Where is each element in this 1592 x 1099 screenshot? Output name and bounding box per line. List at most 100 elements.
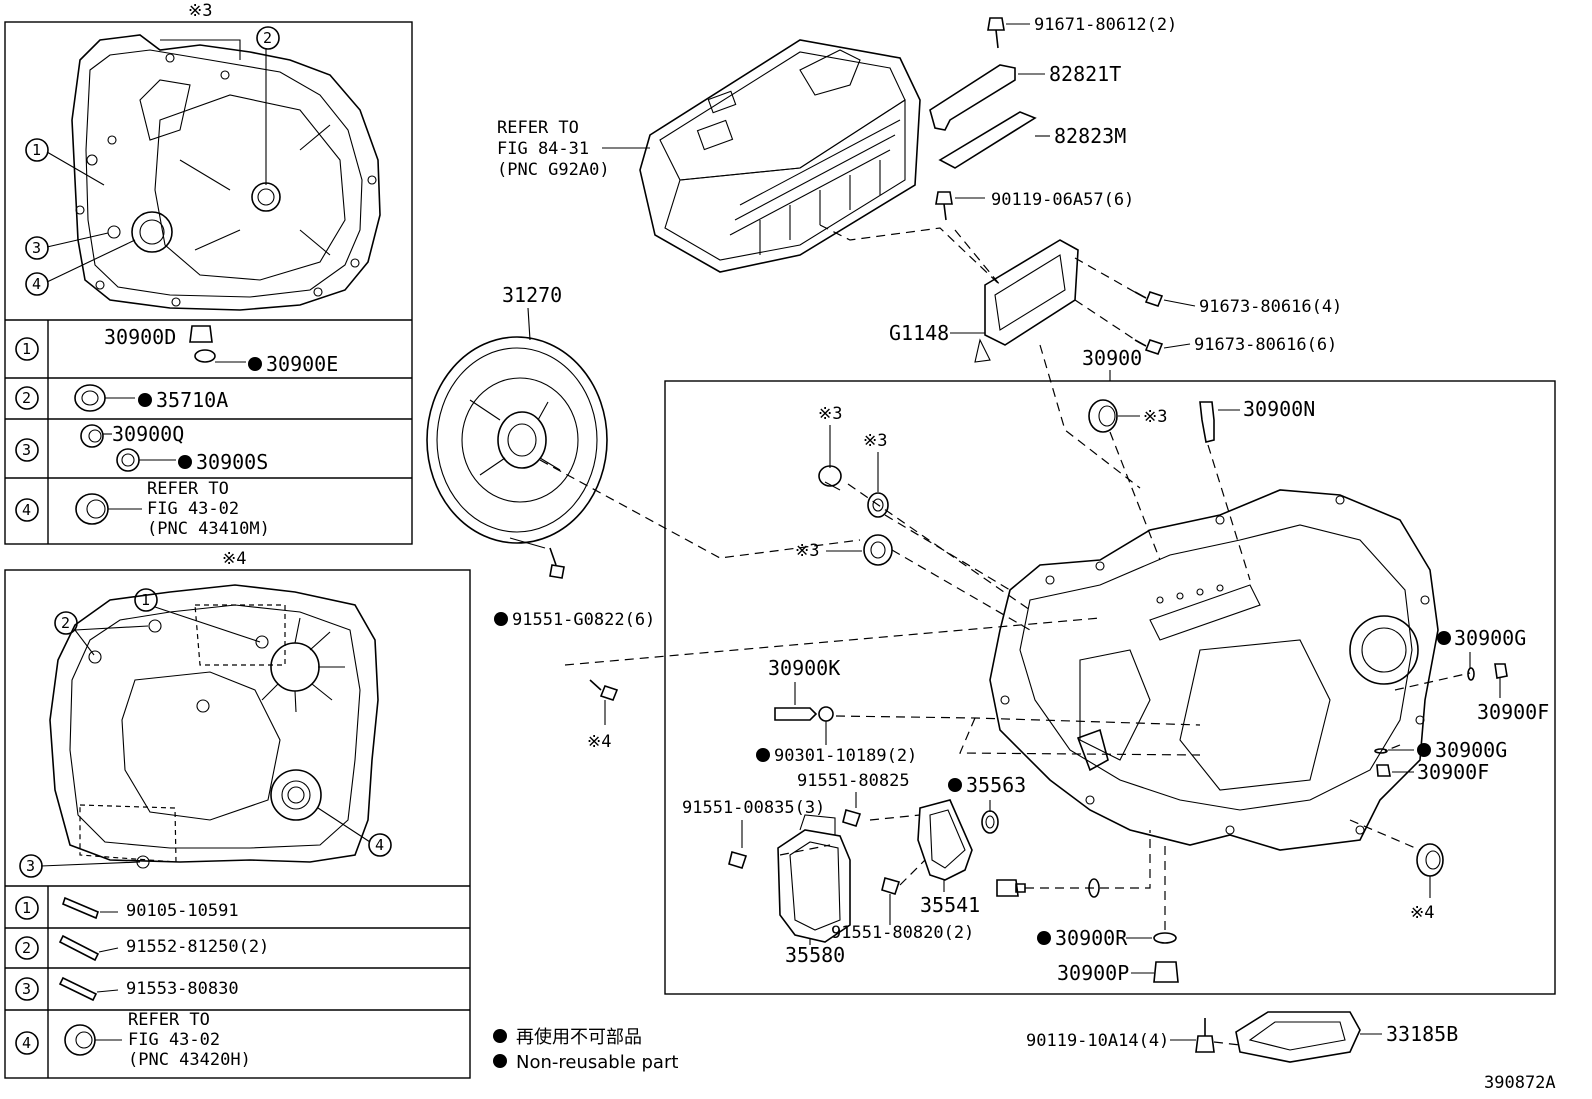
svg-text:4: 4 [22, 1034, 31, 1052]
part-35541: 35541 [920, 893, 980, 917]
part-91552-81250: 91552-81250(2) [126, 937, 269, 957]
bracket-82821T: 82821T [929, 62, 1121, 131]
panel-a-callout-4: 4 [32, 275, 41, 293]
part-30900R: 30900R [1055, 926, 1128, 950]
part-91551-00835: 91551-00835(3) [682, 798, 825, 818]
part-91551-G0822: 91551-G0822(6) [512, 610, 655, 630]
seal-35563: 35563 [948, 773, 1026, 834]
bolt-91671: 91671-80612(2) [987, 15, 1177, 49]
panel-b-row-1: 1 90105-10591 [15, 896, 239, 921]
part-91671-80612: 91671-80612(2) [1034, 15, 1177, 35]
legend-english: Non-reusable part [516, 1052, 678, 1073]
part-91673-80616-4: 91673-80616(4) [1199, 297, 1342, 317]
transaxle-housing-front-view: 1 2 3 4 [19, 584, 392, 878]
part-30900S: 30900S [196, 450, 268, 474]
mark-3-seal-a: ※3 [1143, 407, 1167, 427]
part-90301-10189: 90301-10189(2) [774, 746, 917, 766]
part-91673-80616-6: 91673-80616(6) [1194, 335, 1337, 355]
part-G1148: G1148 [889, 321, 949, 345]
panel-a-callout-2: 2 [263, 29, 272, 47]
cover-82823M: 82823M [938, 111, 1126, 169]
panel-a-refer-2: FIG 43-02 [147, 499, 239, 519]
seal-mark4: ※4 [1410, 843, 1444, 923]
panel-a-callout-1: 1 [32, 141, 41, 159]
transaxle-case [989, 489, 1439, 851]
part-90119-06A57: 90119-06A57(6) [991, 190, 1134, 210]
panel-b-row-4: 4 REFER TO FIG 43-02 (PNC 43420H) [15, 1010, 251, 1070]
part-30900D: 30900D [104, 325, 176, 349]
solenoid-35580: 35580 [777, 814, 851, 967]
panel-a-refer-3: (PNC 43410M) [147, 519, 270, 539]
sensor-30900N: 30900N [1199, 397, 1315, 443]
part-30900K: 30900K [768, 656, 840, 680]
part-90119-10A14: 90119-10A14(4) [1026, 1031, 1169, 1051]
panel-a-row-2: 2 35710A [15, 384, 228, 412]
panel-a-callout-3: 3 [32, 239, 41, 257]
panel-b-callout-2: 2 [61, 614, 70, 632]
ring-mark3-a: ※3 [863, 431, 889, 518]
part-90105-10591: 90105-10591 [126, 901, 239, 921]
part-30900N: 30900N [1243, 397, 1315, 421]
part-30900: 30900 [1082, 346, 1142, 370]
damper-31270: 31270 [426, 283, 608, 544]
part-35710A: 35710A [156, 388, 228, 412]
bolt-90119-06A57: 90119-06A57(6) [935, 190, 1134, 221]
legend: 再使用不可部品 Non-reusable part [493, 1027, 678, 1073]
svg-text:3: 3 [22, 980, 31, 998]
part-30900F-a: 30900F [1477, 700, 1549, 724]
svg-text:4: 4 [22, 501, 31, 519]
panel-b-callout-4: 4 [375, 836, 384, 854]
bolt-91551-80825: 91551-80825 [797, 771, 910, 827]
part-30900G-a: 30900G [1454, 626, 1526, 650]
gasket-30900R: 30900R [1037, 926, 1177, 950]
inverter-refer-3: (PNC G92A0) [497, 160, 610, 180]
legend-japanese: 再使用不可部品 [516, 1027, 642, 1048]
bolt-91673-a: 91673-80616(4) [1134, 291, 1342, 317]
bolt-mark4: ※4 [587, 679, 619, 752]
connector-G1148: G1148 [889, 239, 1079, 363]
part-35580: 35580 [785, 943, 845, 967]
panel-b-mark: ※4 [222, 549, 246, 569]
panel-b-refer-1: REFER TO [128, 1010, 210, 1030]
bolt-91673-b: 91673-80616(6) [1134, 335, 1337, 355]
panel-a-mark: ※3 [188, 1, 212, 21]
figure-id: 390872A [1484, 1073, 1556, 1093]
inverter-assembly: REFER TO FIG 84-31 (PNC G92A0) [497, 39, 921, 273]
plug-bottom [996, 878, 1100, 898]
part-91551-80820: 91551-80820(2) [831, 923, 974, 943]
sensor-30900K: 30900K 90301-10189(2) [756, 656, 917, 766]
plug-30900P: 30900P [1057, 961, 1179, 985]
transaxle-housing-rear-view: 2 1 3 4 [25, 26, 381, 311]
cover-33185B: 33185B [1235, 1011, 1458, 1063]
bolt-91551-80820: 91551-80820(2) [831, 877, 974, 943]
svg-text:1: 1 [22, 899, 31, 917]
part-30900F-b: 30900F [1417, 760, 1489, 784]
mark-3-plug: ※3 [818, 404, 842, 424]
panel-a-row-1: 1 30900D 30900E [15, 325, 338, 376]
panel-b-refer-3: (PNC 43420H) [128, 1050, 251, 1070]
mark-3-bearing: ※3 [795, 541, 819, 561]
panel-a: ※3 [4, 1, 413, 545]
bolt-90119-10A14: 90119-10A14(4) [1026, 1018, 1241, 1053]
cover-35541: 35541 [917, 799, 980, 917]
inverter-refer-2: FIG 84-31 [497, 139, 589, 159]
bolt-91551-00835: 91551-00835(3) [682, 798, 825, 869]
part-30900E: 30900E [266, 352, 338, 376]
part-30900G-bottom-group: 30900G 30900F [1374, 738, 1507, 784]
svg-text:3: 3 [22, 441, 31, 459]
svg-text:2: 2 [22, 389, 31, 407]
part-30900Q: 30900Q [112, 422, 184, 446]
panel-b-row-2: 2 91552-81250(2) [15, 934, 269, 962]
panel-b-row-3: 3 91553-80830 [15, 976, 239, 1002]
part-91551-80825: 91551-80825 [797, 771, 910, 791]
part-35563: 35563 [966, 773, 1026, 797]
mark-3-ring-a: ※3 [863, 431, 887, 451]
part-30900G-top-group: 30900G 30900F [1437, 626, 1549, 724]
part-91553-80830: 91553-80830 [126, 979, 239, 999]
part-82821T: 82821T [1049, 62, 1121, 86]
part-30900P: 30900P [1057, 961, 1129, 985]
plug-mark3: ※3 [818, 404, 842, 491]
mark-4-bolt: ※4 [587, 732, 611, 752]
part-82823M: 82823M [1054, 124, 1126, 148]
